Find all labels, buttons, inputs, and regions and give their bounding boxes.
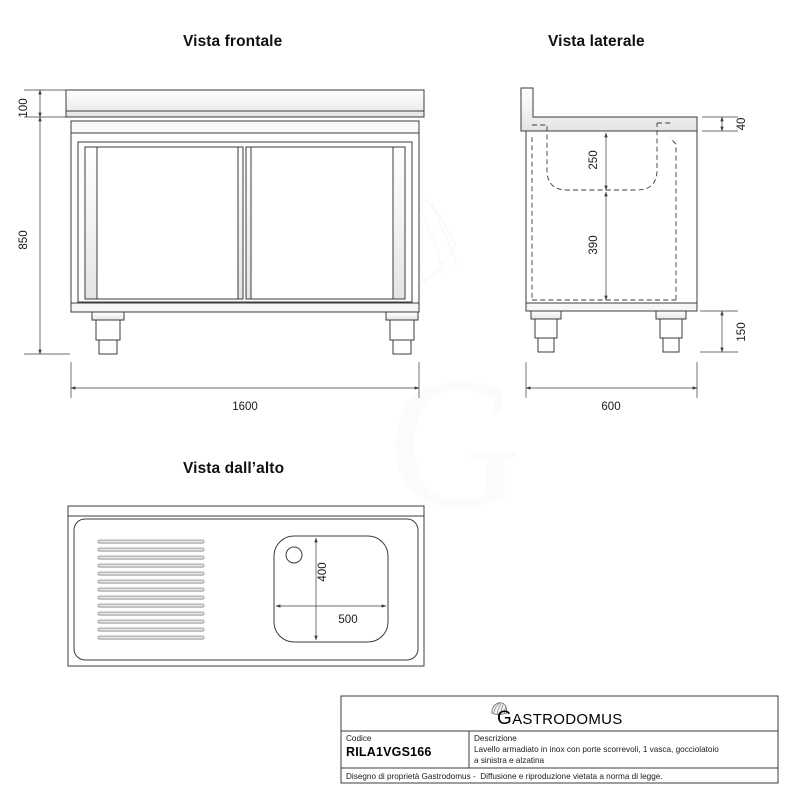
logo-shell-icon [491,702,508,715]
company-logo: GASTRODOMUS [497,708,623,730]
dim-side-leg-height: 150 [736,322,748,341]
copyright-footer: Disegno di proprietà Gastrodomus - Diffu… [346,772,663,781]
leg-front-left [91,311,125,355]
side-dimension-labels: 250 390 40 150 600 [588,118,748,413]
title-block [340,695,779,784]
top-view [67,505,425,667]
description-label: Descrizione [474,734,517,743]
view-title-top: Vista dall’alto [183,460,285,477]
dim-top-basin-height: 400 [317,562,329,581]
dim-front-height: 850 [18,230,30,249]
dim-side-depth: 600 [601,401,620,413]
code-value: RILA1VGS166 [346,745,432,759]
logo-initial: G [497,708,513,729]
view-title-side: Vista laterale [548,33,645,50]
top-dimension-labels: 400 500 [317,562,358,626]
leg-front-right [385,311,419,355]
dim-front-width: 1600 [232,401,258,413]
front-dimension-labels: 100 850 1600 [18,98,258,413]
dim-front-top-thickness: 100 [18,98,30,117]
side-view-dimensions [525,116,738,398]
dim-side-top-edge: 40 [736,118,748,131]
dim-top-basin-width: 500 [338,614,357,626]
description-line-1: Lavello armadiato in inox con porte scor… [474,745,719,754]
front-view [65,89,425,355]
leg-side-left [530,310,562,353]
front-view-dimensions [24,89,420,398]
drain-hole [285,546,303,564]
logo-rest: ASTRODOMUS [512,711,623,728]
view-title-front: Vista frontale [183,33,283,50]
dim-side-cabinet-inner: 390 [588,235,600,254]
dim-side-basin-depth: 250 [588,150,600,169]
top-view-dimensions [275,537,387,641]
drainboard-grooves [97,539,205,640]
leg-side-right [655,310,687,353]
description-line-2: a sinistra e alzatina [474,756,545,765]
code-label: Codice [346,734,372,743]
side-view [520,87,698,353]
